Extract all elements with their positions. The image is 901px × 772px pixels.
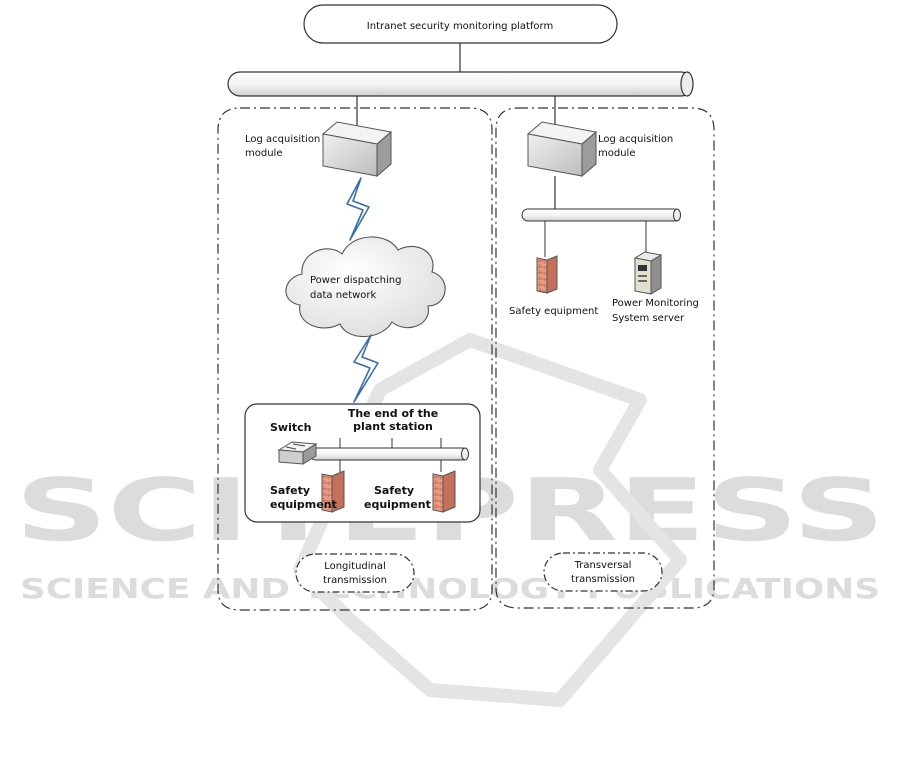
plant-station-label-line1: The end of the [348,407,438,420]
platform-node: Intranet security monitoring platform [303,4,618,44]
switch-label: Switch [270,421,311,434]
right-region-border [495,107,715,609]
station-safety-equipment-1-icon [321,470,345,513]
right-log-module-label-line2: module [598,148,635,159]
left-log-module-label-line1: Log acquisition [245,134,320,145]
server-label-line1: Power Monitoring [612,298,699,309]
switch-icon [277,441,318,465]
left-log-module-icon [321,121,393,178]
station-safety-2-label-line1: Safety [374,484,414,497]
station-safety-1-label-line1: Safety [270,484,310,497]
transversal-transmission-line1: Transversal [574,560,632,571]
left-lower-wan-link-icon [353,334,379,403]
cloud-icon [285,236,446,338]
right-log-module-icon [526,121,598,178]
transversal-transmission-line2: transmission [571,574,635,585]
plant-station-box [244,403,481,523]
main-bus [227,71,694,97]
station-safety-1-label-line2: equipment [270,498,337,511]
station-safety-2-label-line2: equipment [364,498,431,511]
station-safety-equipment-2-icon [432,470,456,513]
longitudinal-transmission-line2: transmission [323,575,387,586]
right-safety-equipment-label: Safety equipment [509,306,598,317]
right-log-module-label-line1: Log acquisition [598,134,673,145]
transversal-transmission-badge [543,552,663,592]
longitudinal-transmission-line1: Longitudinal [324,561,386,572]
longitudinal-transmission-badge [295,553,415,593]
server-label-line2: System server [612,313,685,324]
left-upper-wan-link-icon [346,177,370,241]
cloud-label-line1: Power dispatching [310,275,401,286]
right-safety-equipment-icon [536,255,558,294]
plant-station-label-line2: plant station [353,420,433,433]
watermark-small-text: SCIENCE AND TECHNOLOGY PUBLICATIONS [20,572,880,605]
platform-label: Intranet security monitoring platform [367,21,553,32]
cloud-label-line2: data network [310,290,377,301]
server-icon [633,251,663,295]
right-bus [521,208,681,257]
left-log-module-label-line2: module [245,148,282,159]
watermark-emblem-shape [293,333,687,707]
